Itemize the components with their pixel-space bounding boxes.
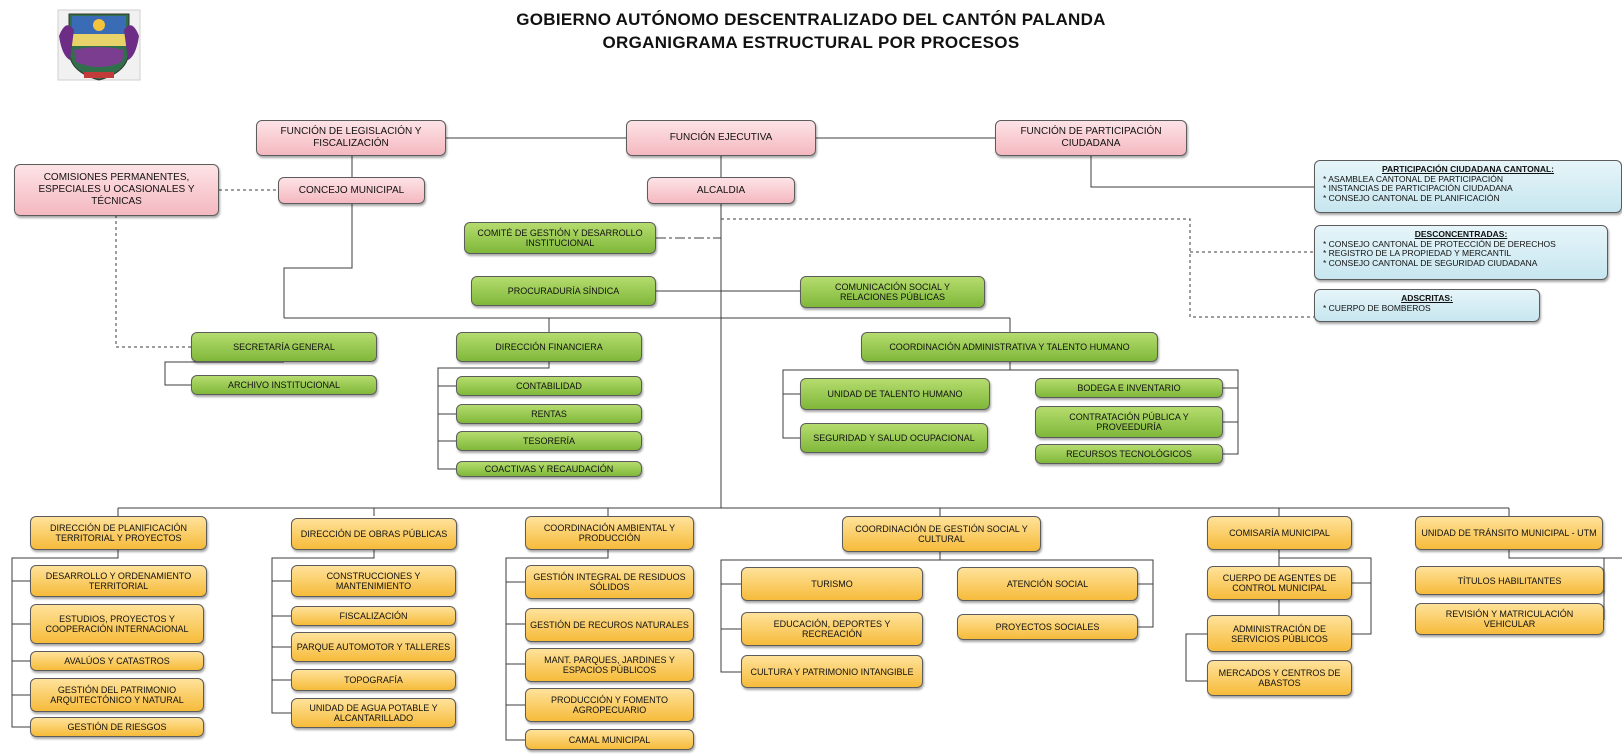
municipal-coat-of-arms-logo [57,9,141,81]
cuerpo-agentes-box: CUERPO DE AGENTES DE CONTROL MUNICIPAL [1207,566,1352,600]
chart-title-line2: ORGANIGRAMA ESTRUCTURAL POR PROCESOS [602,33,1020,52]
desarrollo-ordenamiento-box: DESARROLLO Y ORDENAMIENTO TERRITORIAL [30,565,207,597]
revision-matriculacion-box: REVISIÓN Y MATRICULACIÓN VEHICULAR [1415,603,1604,635]
direccion-financiera-box: DIRECCIÓN FINANCIERA [456,332,642,362]
alcaldia-box: ALCALDIA [647,177,795,204]
funcion-legislacion-box: FUNCIÓN DE LEGISLACIÓN Y FISCALIZACIÓN [256,120,446,156]
produccion-fomento-box: PRODUCCIÓN Y FOMENTO AGROPECUARIO [525,688,694,722]
titulos-habilitantes-box: TÍTULOS HABILITANTES [1415,566,1604,595]
participacion-item: * INSTANCIAS DE PARTICIPACIÓN CIUDADANA [1323,183,1513,193]
coordinacion-administrativa-box: COORDINACIÓN ADMINISTRATIVA Y TALENTO HU… [861,332,1158,362]
desconcentradas-item: * REGISTRO DE LA PROPIEDAD Y MERCANTIL [1323,248,1512,258]
topografia-box: TOPOGRAFÍA [291,669,456,691]
gestion-patrimonio-box: GESTIÓN DEL PATRIMONIO ARQUITECTÓNICO Y … [30,678,204,712]
proyectos-sociales-box: PROYECTOS SOCIALES [957,614,1138,640]
unidad-talento-humano-box: UNIDAD DE TALENTO HUMANO [800,378,990,410]
contratacion-publica-box: CONTRATACIÓN PÚBLICA Y PROVEEDURÍA [1035,406,1223,438]
desconcentradas-item: * CONSEJO CANTONAL DE PROTECCIÓN DE DERE… [1323,238,1556,249]
turismo-box: TURISMO [741,567,923,601]
rentas-box: RENTAS [456,404,642,424]
secretaria-general-box: SECRETARÍA GENERAL [191,332,377,362]
adscritas-item: * CUERPO DE BOMBEROS [1323,302,1431,313]
participacion-ciudadana-cantonal-box: PARTICIPACIÓN CIUDADANA CANTONAL: * ASAM… [1314,160,1622,213]
comite-gestion-box: COMITÉ DE GESTIÓN Y DESARROLLO INSTITUCI… [464,222,656,254]
comisiones-box: COMISIONES PERMANENTES, ESPECIALES U OCA… [14,164,219,216]
recursos-tecnologicos-box: RECURSOS TECNOLÓGICOS [1035,444,1223,464]
estudios-proyectos-box: ESTUDIOS, PROYECTOS Y COOPERACIÓN INTERN… [30,604,204,644]
participacion-item: * CONSEJO CANTONAL DE PLANIFICACIÓN [1323,192,1500,203]
parque-automotor-box: PARQUE AUTOMOTOR Y TALLERES [291,632,456,662]
unidad-agua-potable-box: UNIDAD DE AGUA POTABLE Y ALCANTARILLADO [291,698,456,728]
funcion-participacion-box: FUNCIÓN DE PARTICIPACIÓN CIUDADANA [995,120,1187,156]
residuos-solidos-box: GESTIÓN INTEGRAL DE RESIDUOS SÓLIDOS [525,565,694,599]
coordinacion-gestion-social-box: COORDINACIÓN DE GESTIÓN SOCIAL Y CULTURA… [842,516,1041,552]
avaluos-catastros-box: AVALÚOS Y CATASTROS [30,651,204,671]
direccion-obras-publicas-box: DIRECCIÓN DE OBRAS PÚBLICAS [291,518,457,550]
educacion-deportes-box: EDUCACIÓN, DEPORTES Y RECREACIÓN [741,612,923,646]
adscritas-box: ADSCRITAS: * CUERPO DE BOMBEROS [1314,289,1540,322]
camal-municipal-box: CAMAL MUNICIPAL [525,729,694,750]
bodega-inventario-box: BODEGA E INVENTARIO [1035,378,1223,398]
archivo-institucional-box: ARCHIVO INSTITUCIONAL [191,375,377,395]
adscritas-heading: ADSCRITAS: [1401,293,1453,303]
desconcentradas-heading: DESCONCENTRADAS: [1414,229,1508,239]
procuraduria-box: PROCURADURÍA SÍNDICA [471,276,656,306]
coordinacion-ambiental-box: COORDINACIÓN AMBIENTAL Y PRODUCCIÓN [525,516,694,550]
participacion-cantonal-heading: PARTICIPACIÓN CIUDADANA CANTONAL: [1381,164,1555,174]
chart-title-line1: GOBIERNO AUTÓNOMO DESCENTRALIZADO DEL CA… [516,10,1106,29]
participacion-item: * ASAMBLEA CANTONAL DE PARTICIPACIÓN [1323,173,1503,184]
gestion-riesgos-box: GESTIÓN DE RIESGOS [30,717,204,737]
contabilidad-box: CONTABILIDAD [456,376,642,396]
seguridad-salud-box: SEGURIDAD Y SALUD OCUPACIONAL [800,423,988,453]
mercados-abastos-box: MERCADOS Y CENTROS DE ABASTOS [1207,660,1352,696]
administracion-servicios-box: ADMINISTRACIÓN DE SERVICIOS PÚBLICOS [1207,615,1352,652]
cultura-patrimonio-box: CULTURA Y PATRIMONIO INTANGIBLE [741,655,923,688]
tesoreria-box: TESORERÍA [456,431,642,451]
unidad-transito-box: UNIDAD DE TRÁNSITO MUNICIPAL - UTM [1415,516,1603,550]
comunicacion-social-box: COMUNICACIÓN SOCIAL Y RELACIONES PÚBLICA… [800,276,985,308]
recursos-naturales-box: GESTIÓN DE RECUROS NATURALES [525,608,694,642]
coactivas-box: COACTIVAS Y RECAUDACIÓN [456,461,642,477]
funcion-ejecutiva-box: FUNCIÓN EJECUTIVA [626,120,816,156]
desconcentradas-box: DESCONCENTRADAS: * CONSEJO CANTONAL DE P… [1314,225,1608,280]
direccion-planificacion-box: DIRECCIÓN DE PLANIFICACIÓN TERRITORIAL Y… [30,516,207,550]
atencion-social-box: ATENCIÓN SOCIAL [957,567,1138,601]
concejo-municipal-box: CONCEJO MUNICIPAL [278,177,425,204]
mant-parques-box: MANT. PARQUES, JARDINES Y ESPACIOS PÚBLI… [525,648,694,682]
desconcentradas-item: * CONSEJO CANTONAL DE SEGURIDAD CIUDADAN… [1323,257,1538,268]
construcciones-mantenimiento-box: CONSTRUCCIONES Y MANTENIMIENTO [291,565,456,597]
fiscalizacion-box: FISCALIZACIÓN [291,606,456,626]
comisaria-municipal-box: COMISARÍA MUNICIPAL [1207,516,1352,550]
